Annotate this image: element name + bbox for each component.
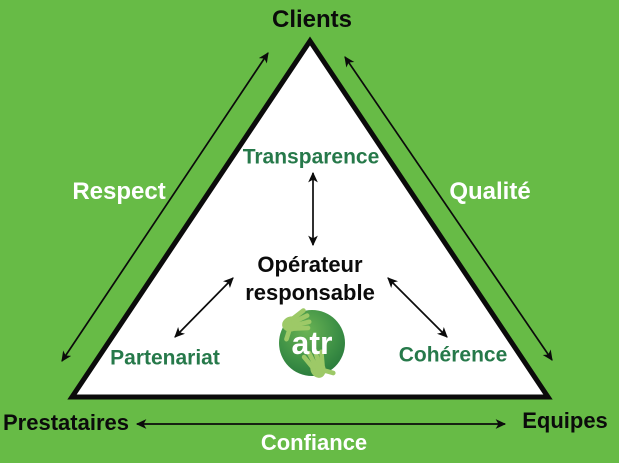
vertex-label-clients: Clients xyxy=(271,5,353,33)
center-to-coherence-arrow xyxy=(387,277,448,338)
left-edge-arrow xyxy=(61,52,269,362)
edge-label-qualite: Qualité xyxy=(449,177,531,205)
inner-label-partenariat: Partenariat xyxy=(110,346,220,370)
hand-icon xyxy=(301,348,336,378)
center-to-partenariat-arrow xyxy=(174,277,234,338)
center-label-operateur-responsable: Opérateur responsable xyxy=(245,251,375,307)
edge-label-confiance: Confiance xyxy=(260,429,368,455)
inner-label-transparence: Transparence xyxy=(242,145,380,169)
atr-logo-text: atr xyxy=(292,325,333,361)
hand-icon xyxy=(282,308,312,342)
inner-label-coherence: Cohérence xyxy=(398,343,508,367)
atr-logo: atr xyxy=(279,308,345,378)
center-label-line1: Opérateur xyxy=(257,252,363,277)
edge-label-respect: Respect xyxy=(72,177,166,205)
center-label-line2: responsable xyxy=(245,280,375,305)
right-edge-arrow xyxy=(344,56,553,361)
vertex-label-prestataires: Prestataires xyxy=(3,409,129,435)
vertex-label-equipes: Equipes xyxy=(522,407,608,433)
